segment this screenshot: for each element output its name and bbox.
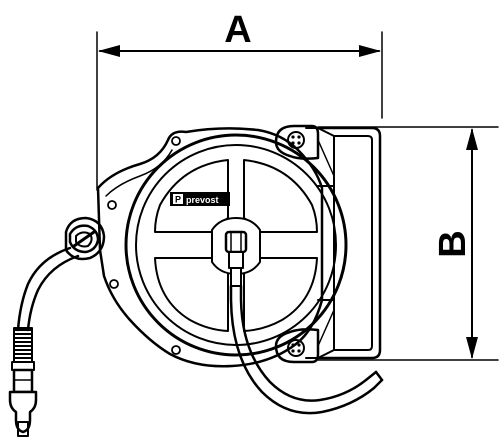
mounting-bracket: [305, 126, 382, 360]
coupler-body: [12, 368, 34, 394]
hub-fitting: [228, 251, 244, 269]
knurl-top-4: [297, 141, 301, 145]
hub-nut: [224, 230, 248, 254]
bracket-outer: [316, 126, 382, 360]
swivel-mount-bottom: [274, 328, 320, 364]
knurl-top-2: [297, 135, 301, 139]
dim-b-label: B: [432, 230, 474, 257]
brand-logo: P prevost: [170, 192, 230, 206]
hub-fitting-lower: [230, 267, 242, 287]
knurl-bottom-4: [297, 349, 301, 353]
logo-plate: [170, 192, 230, 206]
swivel-mount-top: [274, 124, 320, 160]
supply-hose: [16, 246, 80, 332]
logo-text: prevost: [186, 195, 219, 205]
logo-mark: P: [175, 195, 181, 205]
housing-outline: [96, 127, 324, 368]
knurled-bolt-top-icon: [287, 131, 305, 149]
dimension-b: B: [317, 126, 499, 361]
bracket-strut-bottom: [317, 309, 335, 347]
knurl-top-1: [291, 135, 295, 139]
dim-a-arrow-right: [359, 45, 381, 57]
spring-guard-icon: [13, 329, 33, 359]
guide-stripe: [72, 230, 96, 248]
dim-a-label: A: [224, 9, 251, 51]
screw-lower-left-icon: [109, 279, 119, 289]
screw-top-left-icon: [171, 136, 181, 146]
coupler-plug-icon: [8, 390, 38, 434]
outlet-hose: [229, 284, 384, 415]
hub-assembly: [211, 217, 261, 287]
bracket-inner: [333, 135, 373, 351]
bracket-arm-bottom: [305, 299, 335, 359]
guide-ball-stopper-icon: [75, 231, 93, 248]
outlet-hose-end: [374, 370, 384, 382]
coupler-tip: [17, 421, 29, 437]
screw-left-icon: [107, 200, 117, 210]
logo-mark-box: [173, 194, 183, 204]
swivel-housing-top: [274, 124, 320, 160]
swivel-housing-bottom: [274, 328, 320, 364]
dim-a-arrow-left: [98, 45, 120, 57]
hose-coupler: [8, 327, 38, 437]
dim-b-arrow-bottom: [466, 337, 478, 359]
dimension-a: A: [96, 9, 383, 191]
hose-guide: [64, 216, 106, 261]
outlet-hose-outer: [229, 284, 384, 415]
supply-hose-inner: [26, 254, 80, 332]
spoke-window-top-right: [243, 159, 318, 233]
supply-hose-outer: [16, 246, 72, 332]
knurl-bottom-2: [297, 343, 301, 347]
bracket-strut-top: [317, 139, 335, 177]
outlet-hose-inner: [239, 284, 378, 402]
screw-bottom-icon: [171, 345, 181, 355]
dim-b-arrow-top: [466, 128, 478, 150]
guide-housing: [64, 216, 106, 261]
knurl-bottom-3: [291, 349, 295, 353]
drum-outer-ring: [124, 133, 348, 357]
